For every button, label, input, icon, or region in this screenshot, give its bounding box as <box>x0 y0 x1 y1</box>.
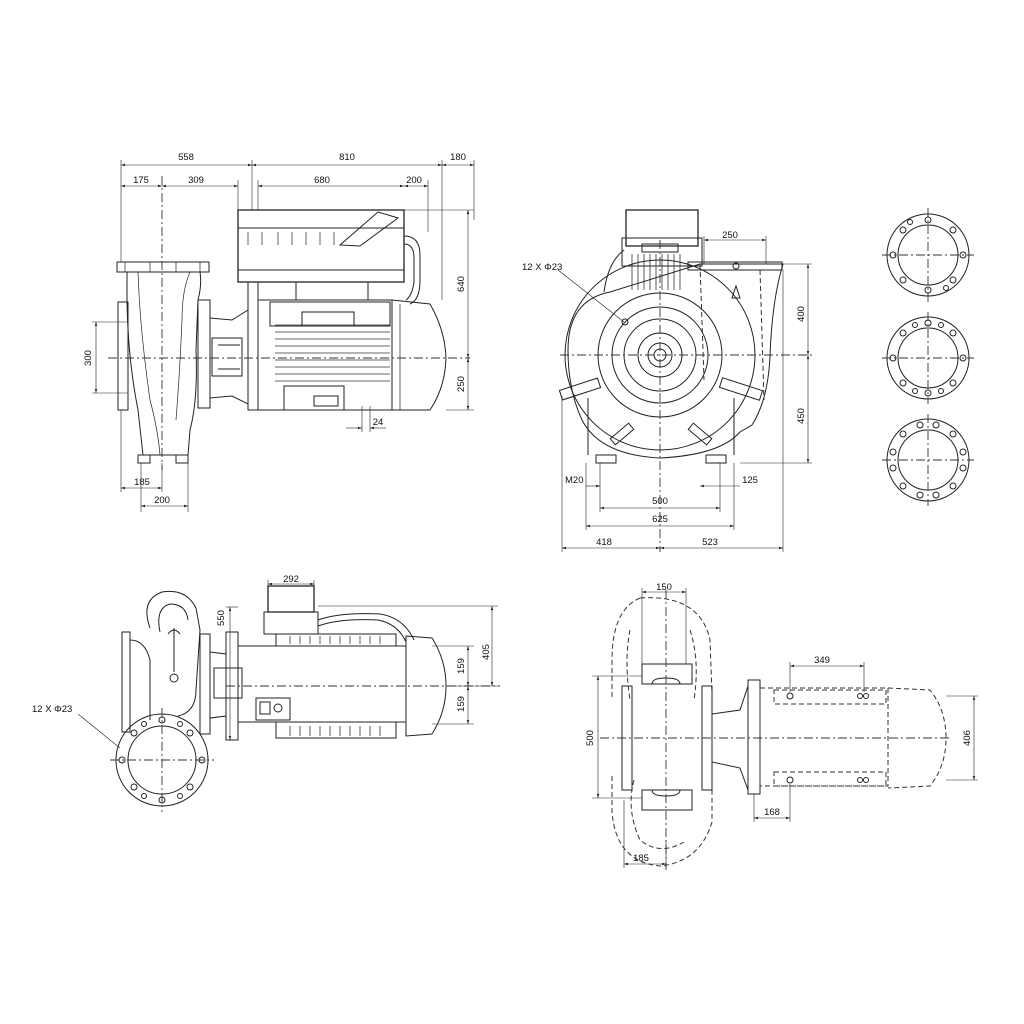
end-holes-label: 12 X Φ23 <box>522 262 562 273</box>
end-dim-125: 125 <box>742 475 758 486</box>
top-dim-500: 500 <box>585 730 596 746</box>
front-dim-175: 175 <box>133 175 149 186</box>
side-dim-159-b: 159 <box>456 696 467 712</box>
front-dim-309: 309 <box>188 175 204 186</box>
flange-view-2 <box>882 312 974 404</box>
side-view <box>77 580 500 812</box>
front-dim-200-top: 200 <box>406 175 422 186</box>
end-dim-250: 250 <box>722 230 738 241</box>
top-dim-349: 349 <box>814 655 830 666</box>
front-view <box>92 160 475 512</box>
end-dim-400: 400 <box>796 306 807 322</box>
end-dim-418: 418 <box>596 537 612 548</box>
end-view <box>557 209 812 552</box>
front-dim-185: 185 <box>134 477 150 488</box>
top-view <box>592 588 978 870</box>
front-dim-180: 180 <box>450 152 466 163</box>
front-dim-558: 558 <box>178 152 194 163</box>
top-dim-406: 406 <box>962 730 973 746</box>
side-dim-159-a: 159 <box>456 658 467 674</box>
front-dim-300: 300 <box>83 350 94 366</box>
front-dim-200-bottom: 200 <box>154 495 170 506</box>
top-dim-185: 185 <box>633 853 649 864</box>
end-dim-500: 500 <box>652 496 668 507</box>
flange-view-1 <box>882 208 974 302</box>
front-dim-810: 810 <box>339 152 355 163</box>
side-dim-405: 405 <box>481 644 492 660</box>
side-holes-label: 12 X Φ23 <box>32 704 72 715</box>
end-dim-523: 523 <box>702 537 718 548</box>
front-dim-680: 680 <box>314 175 330 186</box>
flange-view-3 <box>882 414 974 506</box>
end-dim-450: 450 <box>796 408 807 424</box>
top-dim-168: 168 <box>764 807 780 818</box>
front-dim-640: 640 <box>456 276 467 292</box>
front-dim-24: 24 <box>373 417 384 428</box>
side-dim-292: 292 <box>283 574 299 585</box>
end-dim-m20: M20 <box>565 475 583 486</box>
end-dim-625: 625 <box>652 514 668 525</box>
front-dim-250: 250 <box>456 376 467 392</box>
side-dim-550: 550 <box>216 610 227 626</box>
top-dim-150: 150 <box>656 582 672 593</box>
